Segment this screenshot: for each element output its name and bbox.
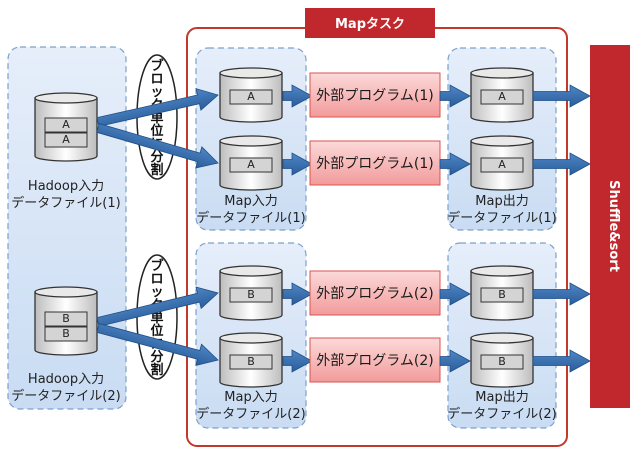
map-input-1-label-line2: データファイル(1): [196, 210, 305, 226]
external-program-box: 外部プログラム(2): [309, 270, 441, 316]
map-output-block-label: B: [498, 288, 506, 301]
map-input-cylinder: B: [219, 265, 283, 321]
map-task-title: Mapタスク: [335, 17, 405, 32]
external-program-box: 外部プログラム(1): [309, 72, 441, 118]
hadoop-input-cylinder-2: BB: [34, 286, 98, 356]
hadoop-input-2-label-line2: データファイル(2): [11, 388, 120, 404]
to-program-arrow: [282, 282, 313, 306]
map-output-2-label-line2: データファイル(2): [447, 406, 556, 422]
to-output-arrow: [439, 84, 471, 108]
external-program-label: 外部プログラム(2): [316, 353, 433, 369]
shuffle-sort-bar: [590, 45, 630, 408]
map-input-2-label-line1: Map入力: [224, 390, 277, 405]
hadoop-input-cylinder-1: AA: [34, 92, 98, 162]
split-label-char: 単: [150, 310, 163, 326]
map-input-block-label: B: [247, 355, 255, 368]
hadoop-input-1-label-line2: データファイル(1): [11, 195, 120, 211]
split-arrow: [96, 286, 219, 327]
hadoop-block-label: A: [62, 118, 70, 131]
shuffle-sort-label: Shuffle&sort: [606, 180, 621, 272]
map-input-cylinder: A: [219, 135, 283, 191]
hadoop-block-label: A: [62, 133, 70, 146]
split-label-char: 分: [150, 349, 163, 365]
map-task-header: [305, 8, 435, 38]
split-arrow: [96, 88, 219, 127]
to-shuffle-arrow: [532, 152, 591, 176]
map-output-block-label: B: [498, 355, 506, 368]
split-label-char: ッ: [150, 285, 163, 300]
split-label-char: ッ: [150, 85, 163, 100]
external-program-label: 外部プログラム(2): [316, 286, 433, 302]
to-output-arrow: [439, 349, 471, 373]
map-output-cylinder: A: [470, 135, 534, 191]
split-arrow: [96, 123, 219, 169]
split-label-char: ブ: [150, 58, 163, 74]
to-shuffle-arrow: [532, 349, 591, 373]
map-input-block-label: A: [247, 158, 255, 171]
split-label-char: 割: [150, 362, 163, 378]
hadoop-input-1-label-line1: Hadoop入力: [28, 179, 104, 194]
map-input-block-label: A: [247, 90, 255, 103]
map-output-2-label-line1: Map出力: [475, 390, 528, 405]
external-program-label: 外部プログラム(1): [316, 156, 433, 172]
split-ellipse-1: ブロック単位に分割: [136, 54, 178, 180]
map-output-1-label-line1: Map出力: [475, 194, 528, 209]
to-output-arrow: [439, 282, 471, 306]
external-program-box: 外部プログラム(2): [309, 337, 441, 383]
to-program-arrow: [282, 84, 313, 108]
split-label-char: 割: [150, 162, 163, 178]
map-input-1-label-line1: Map入力: [224, 194, 277, 209]
map-output-cylinder: B: [470, 265, 534, 321]
split-label-char: 位: [150, 323, 163, 339]
external-program-label: 外部プログラム(1): [316, 88, 433, 104]
map-output-cylinder: A: [470, 67, 534, 123]
hadoop-block-label: B: [62, 327, 70, 340]
split-label-char: ロ: [150, 272, 163, 287]
split-label-char: ロ: [150, 72, 163, 87]
to-program-arrow: [282, 152, 313, 176]
hadoop-block-label: B: [62, 312, 70, 325]
map-input-block-label: B: [247, 288, 255, 301]
external-program-box: 外部プログラム(1): [309, 140, 441, 186]
map-input-cylinder: B: [219, 332, 283, 388]
split-label-char: ブ: [150, 258, 163, 274]
hadoop-input-2-label-line1: Hadoop入力: [28, 372, 104, 387]
to-shuffle-arrow: [532, 84, 591, 108]
to-shuffle-arrow: [532, 282, 591, 306]
split-arrow: [96, 323, 219, 367]
to-output-arrow: [439, 152, 471, 176]
to-program-arrow: [282, 349, 313, 373]
split-label-char: 位: [150, 123, 163, 139]
split-label-char: 分: [150, 149, 163, 165]
split-ellipse-2: ブロック単位に分割: [136, 254, 178, 380]
map-input-2-label-line2: データファイル(2): [196, 406, 305, 422]
map-output-cylinder: B: [470, 332, 534, 388]
map-output-block-label: A: [498, 90, 506, 103]
map-input-cylinder: A: [219, 67, 283, 123]
map-output-1-label-line2: データファイル(1): [447, 210, 556, 226]
map-output-block-label: A: [498, 158, 506, 171]
